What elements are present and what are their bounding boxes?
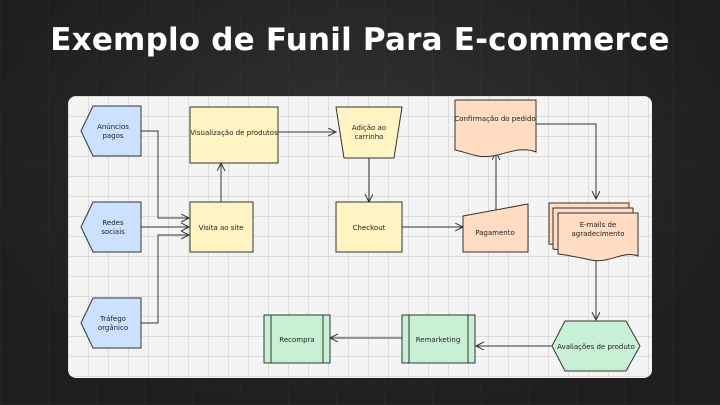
- node-emails-label-1: E-mails de: [580, 221, 617, 229]
- diagram-canvas: Anúncios pagos Redes sociais Tráfego org…: [68, 96, 652, 378]
- node-avaliacoes-produto: Avaliações de produto: [551, 320, 641, 372]
- node-pagamento-label: Pagamento: [475, 229, 515, 237]
- edge-confirmacao-emails: [536, 123, 596, 199]
- funnel-diagram: Anúncios pagos Redes sociais Tráfego org…: [80, 99, 641, 372]
- node-visita-ao-site: Visita ao site: [189, 201, 254, 253]
- edge-trafego-visita: [141, 235, 189, 324]
- node-trafego-label-1: Tráfego: [99, 315, 126, 323]
- connectors: [141, 123, 596, 346]
- node-visualizacao-produtos: Visualização de produtos: [189, 106, 279, 164]
- node-visita-label: Visita ao site: [199, 224, 244, 232]
- node-emails-label-2: agradecimento: [571, 230, 624, 238]
- node-checkout-label: Checkout: [353, 224, 386, 232]
- edge-anuncios-visita: [141, 130, 189, 218]
- node-pagamento: Pagamento: [462, 203, 529, 253]
- node-visualizacao-label: Visualização de produtos: [190, 129, 278, 137]
- node-redes-sociais: Redes sociais: [80, 201, 142, 253]
- node-trafego-organico: Tráfego orgânico: [80, 297, 142, 349]
- node-anuncios-pagos: Anúncios pagos: [80, 105, 142, 157]
- node-trafego-label-2: orgânico: [98, 324, 128, 332]
- node-avaliacoes-label: Avaliações de produto: [557, 343, 635, 351]
- node-confirmacao-pedido: Confirmação do pedido: [454, 99, 537, 158]
- node-recompra-label: Recompra: [279, 336, 314, 344]
- node-redes-label-1: Redes: [102, 219, 124, 227]
- node-adicao-carrinho: Adição ao carrinho: [335, 106, 403, 159]
- node-adicao-label-2: carrinho: [355, 133, 384, 141]
- page-title: Exemplo de Funil Para E-commerce: [50, 22, 670, 58]
- node-remarketing-label: Remarketing: [416, 336, 461, 344]
- node-anuncios-label-2: pagos: [102, 132, 123, 140]
- node-checkout: Checkout: [335, 201, 403, 253]
- node-adicao-label-1: Adição ao: [352, 124, 386, 132]
- node-emails-agradecimento: E-mails de agradecimento: [548, 202, 639, 262]
- node-confirmacao-label: Confirmação do pedido: [454, 115, 535, 123]
- node-redes-label-2: sociais: [101, 228, 125, 236]
- node-anuncios-label-1: Anúncios: [97, 123, 129, 131]
- node-recompra: Recompra: [263, 314, 331, 364]
- node-remarketing: Remarketing: [401, 314, 476, 364]
